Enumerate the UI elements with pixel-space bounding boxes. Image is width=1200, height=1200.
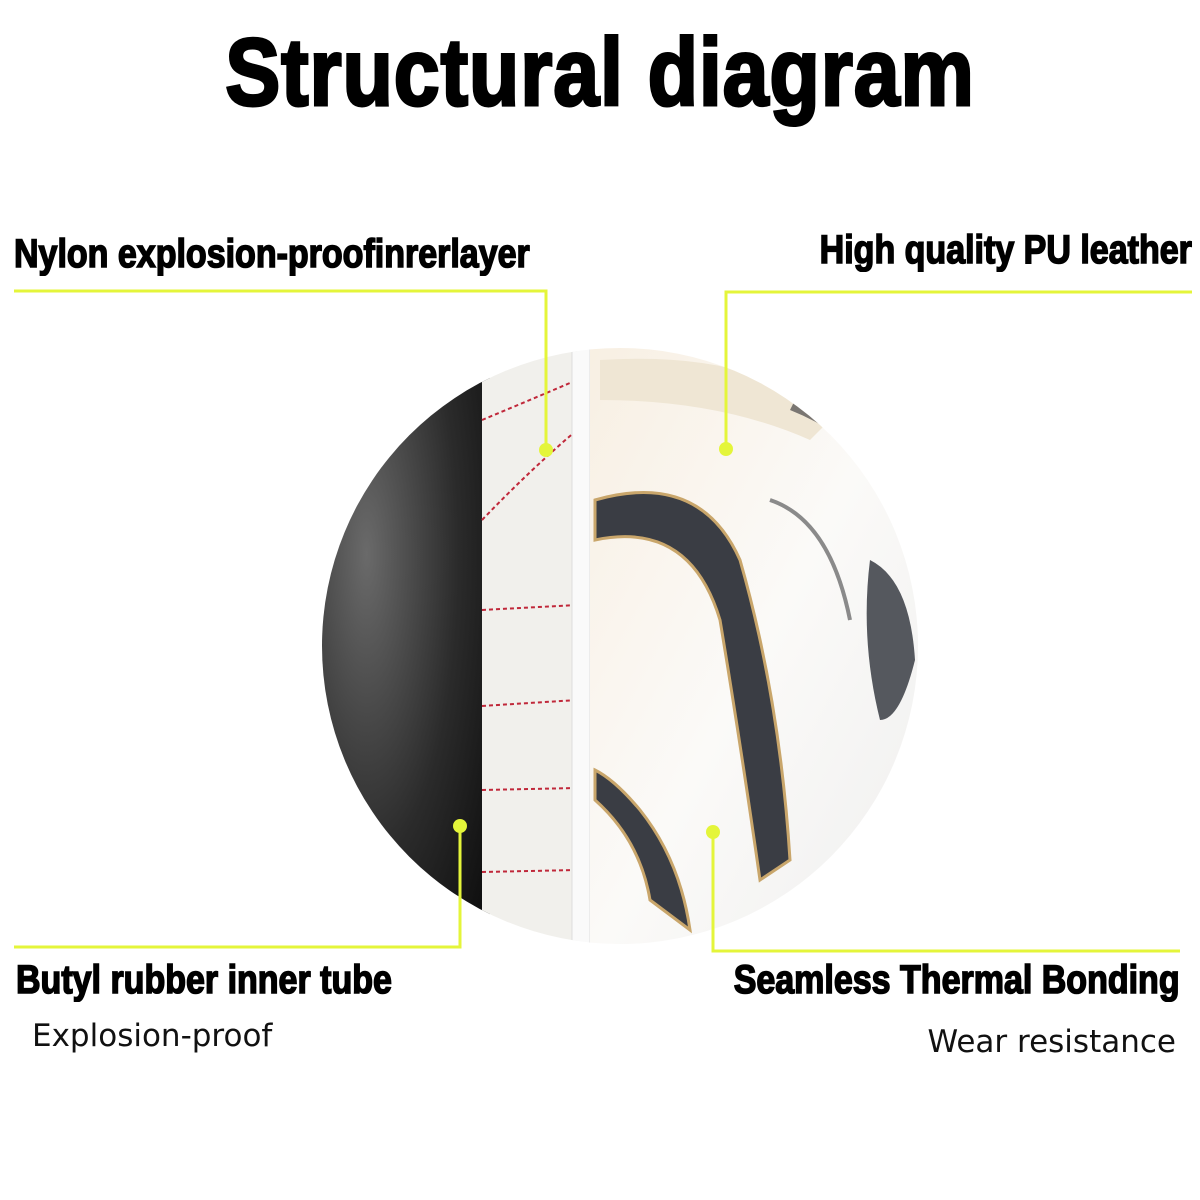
butyl-callout-dot [453, 819, 467, 833]
butyl-label: Butyl rubber inner tube [15, 957, 392, 1003]
separator-bar [571, 348, 591, 944]
pu-leather-label: High quality PU leather [819, 227, 1193, 273]
seamless-sublabel: Wear resistance [927, 1024, 1176, 1060]
butyl-sublabel: Explosion-proof [32, 1018, 273, 1054]
nylon-label: Nylon explosion-proofinrerlayer [13, 231, 530, 277]
nylon-callout-dot [539, 443, 553, 457]
seamless-callout-dot [706, 825, 720, 839]
nylon-layer [482, 348, 577, 944]
seamless-label: Seamless Thermal Bonding [733, 957, 1180, 1003]
pu-callout-dot [719, 442, 733, 456]
page-title: Structural diagram [224, 18, 975, 128]
callout-lines [14, 289, 1192, 953]
